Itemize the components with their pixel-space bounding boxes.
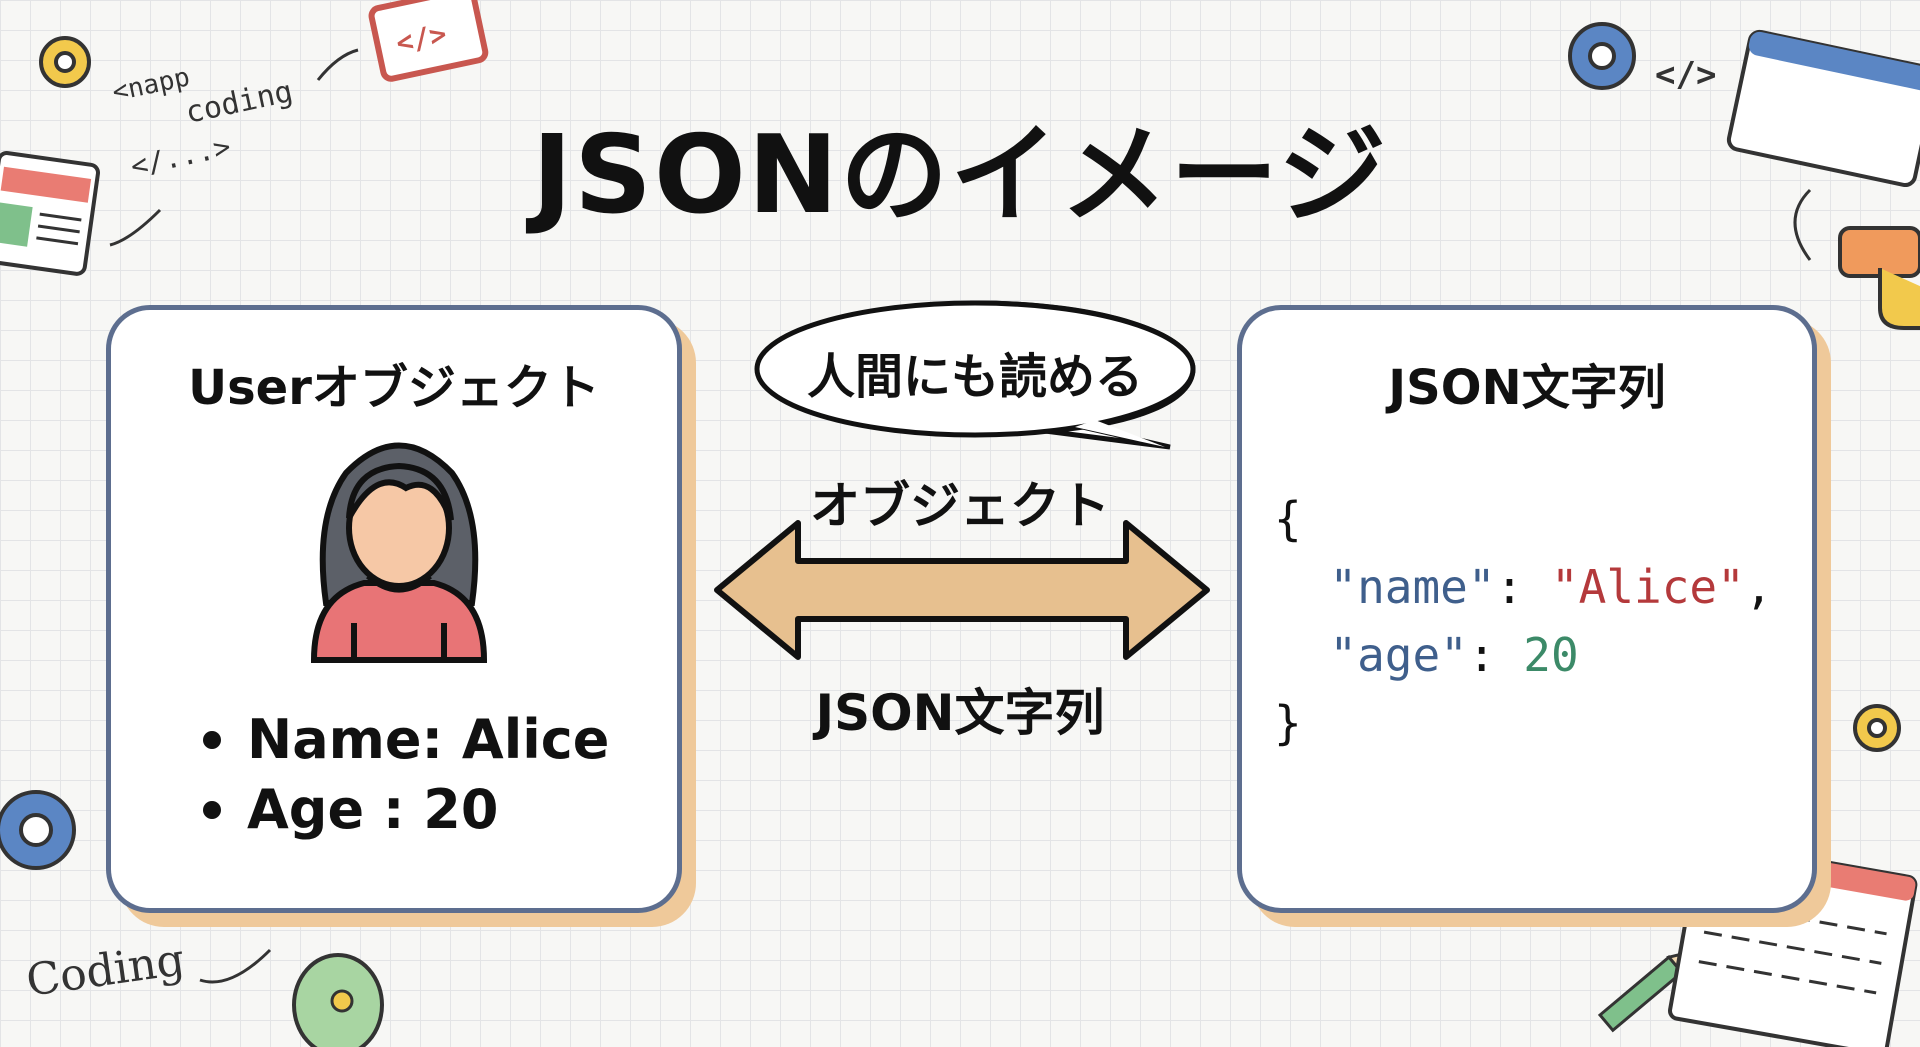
gear-icon <box>1853 704 1901 752</box>
page-title: JSONのイメージ <box>531 113 1388 238</box>
gear-icon <box>39 36 91 88</box>
json-name-value: "Alice" <box>1550 560 1745 614</box>
list-item: Name: Alice <box>203 705 609 775</box>
arrow-top-label: オブジェクト <box>810 477 1110 535</box>
browser-window-icon <box>0 151 100 276</box>
user-field-list: Name: Alice Age : 20 <box>203 705 609 845</box>
list-item: Age : 20 <box>203 775 609 845</box>
code-window-icon <box>1726 29 1920 188</box>
json-code-block: { "name": "Alice", "age": 20 } <box>1274 492 1773 750</box>
curved-arrow-icon <box>1793 188 1812 261</box>
json-close-brace: } <box>1274 696 1302 750</box>
speech-bubble-text: 人間にも読める <box>806 349 1143 405</box>
speech-bubble <box>754 300 1196 450</box>
json-age-value: 20 <box>1523 628 1579 682</box>
json-name-key: "name" <box>1329 560 1496 614</box>
code-window-icon <box>368 0 489 82</box>
user-object-heading: Userオブジェクト <box>188 360 600 416</box>
arrow-bottom-label: JSON文字列 <box>815 684 1105 742</box>
json-string-heading: JSON文字列 <box>1388 360 1666 416</box>
json-string-card: JSON文字列 { "name": "Alice", "age": 20 } <box>1237 305 1817 913</box>
squiggle-arrow-icon <box>199 948 272 984</box>
field-age: Age : 20 <box>247 778 499 841</box>
squiggle-icon <box>109 208 162 247</box>
user-object-card: Userオブジェクト Name: Alice Age : 20 <box>106 305 682 913</box>
squiggle-arrow-icon <box>316 48 359 81</box>
bullet-icon <box>203 731 221 749</box>
gear-icon <box>1568 22 1636 90</box>
bullet-icon <box>203 801 221 819</box>
user-avatar-icon <box>310 442 488 663</box>
json-open-brace: { <box>1274 492 1302 546</box>
field-name: Name: Alice <box>247 708 610 771</box>
double-arrow-icon <box>714 520 1210 660</box>
globe-icon <box>292 953 384 1047</box>
code-symbol-icon: </> <box>1655 55 1716 95</box>
pointer-hand-icon <box>1838 226 1920 330</box>
json-age-key: "age" <box>1329 628 1468 682</box>
gear-icon <box>0 790 76 870</box>
